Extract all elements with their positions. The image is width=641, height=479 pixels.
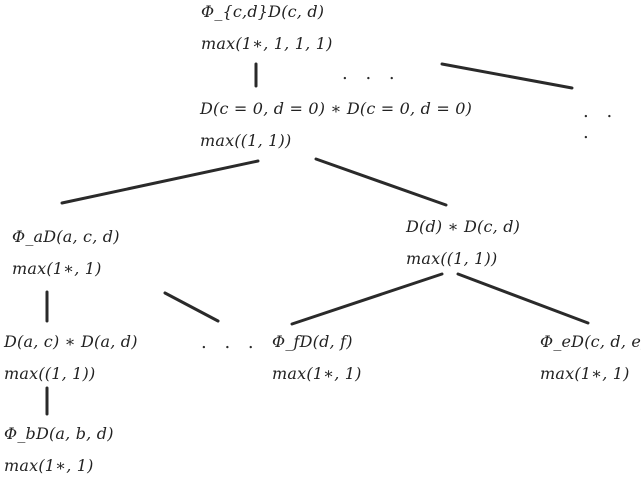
node-l4-b-max: max(1∗, 1) [4,456,94,475]
node-l3-f-label: Φ_fD(d, f) [272,332,353,351]
edge-l1-to-right [314,157,448,207]
node-l2-left-max: max(1∗, 1) [12,259,102,278]
node-l4-b-label: Φ_bD(a, b, d) [4,424,114,443]
edge-right-to-e [456,272,590,325]
node-l3-e: Φ_eD(c, d, e) max(1∗, 1) [540,331,641,385]
node-root-max: max(1∗, 1, 1, 1) [201,34,333,53]
node-l3-a-max: max((1, 1)) [4,364,96,383]
node-l1-max: max((1, 1)) [200,131,292,150]
node-l4-b: Φ_bD(a, b, d) max(1∗, 1) [4,423,114,477]
ellipsis-top-middle: . . . [342,63,401,84]
node-l3-a: D(a, c) ∗ D(a, d) max((1, 1)) [4,331,138,385]
node-l2-right-max: max((1, 1)) [406,249,498,268]
edge-l1-to-left [60,159,260,205]
node-l1-label: D(c = 0, d = 0) ∗ D(c = 0, d = 0) [200,99,473,118]
ellipsis-top-right: . . . [583,101,619,143]
node-root: Φ_{c,d}D(c, d) max(1∗, 1, 1, 1) [201,1,333,55]
node-root-label: Φ_{c,d}D(c, d) [201,2,325,21]
node-l3-e-max: max(1∗, 1) [540,364,630,383]
edge-left-to-ellipsis [163,291,220,323]
node-l2-right: D(d) ∗ D(c, d) max((1, 1)) [406,216,520,270]
node-l2-right-label: D(d) ∗ D(c, d) [406,217,521,236]
ellipsis-mid-left: . . . [201,332,260,353]
node-l2-left-label: Φ_aD(a, c, d) [12,227,120,246]
edge-root-to-right-branch [440,62,574,90]
node-l2-left: Φ_aD(a, c, d) max(1∗, 1) [12,226,120,280]
node-l1: D(c = 0, d = 0) ∗ D(c = 0, d = 0) max((1… [200,98,472,152]
node-l3-e-label: Φ_eD(c, d, e) [540,332,641,351]
node-l3-f-max: max(1∗, 1) [272,364,362,383]
node-l3-f: Φ_fD(d, f) max(1∗, 1) [272,331,362,385]
edge-right-to-f [290,272,444,326]
node-l3-a-label: D(a, c) ∗ D(a, d) [4,332,138,351]
